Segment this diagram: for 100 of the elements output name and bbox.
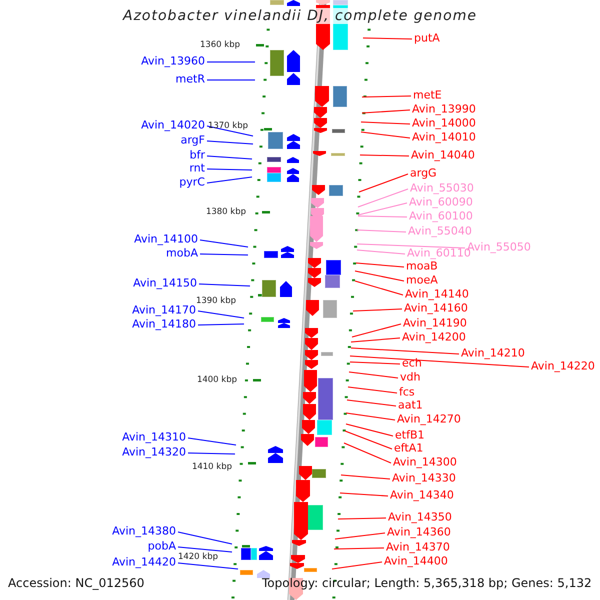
gene-label: Avin_14000 [412, 116, 476, 130]
gene-label: Avin_14140 [405, 288, 469, 300]
leader-line [350, 356, 530, 368]
leader-line [356, 230, 406, 232]
scale-label: 1370 kbp [208, 121, 248, 131]
gene-label: Avin_14100 [134, 232, 198, 246]
gene-label: Avin_14370 [386, 540, 450, 554]
leader-line [350, 338, 400, 342]
leader-line [206, 140, 254, 144]
gene-label: Avin_14400 [384, 554, 448, 568]
scale-label: 1400 kbp [196, 375, 237, 385]
gene-label: Avin_14020 [141, 118, 205, 132]
leader-line [360, 154, 410, 156]
leader-line [346, 424, 394, 436]
gene-label: Avin_14040 [411, 148, 475, 162]
leader-line [350, 348, 460, 354]
leader-line [340, 492, 388, 496]
gene-label: rnt [189, 162, 205, 174]
scale-label: 1410 kbp [192, 462, 232, 472]
leader-line [360, 132, 410, 138]
gene-label: Avin_14200 [402, 330, 466, 344]
leader-line [178, 532, 232, 544]
gene-label: Avin_14270 [397, 412, 461, 426]
leader-line [354, 280, 404, 296]
leader-line [350, 362, 400, 364]
leader-line [188, 452, 236, 454]
leader-line [360, 122, 410, 124]
leader-line [344, 442, 392, 464]
gene-label: metR [176, 72, 205, 86]
gene-label: ech [402, 356, 422, 370]
gene-label: Avin_14320 [122, 446, 186, 458]
gene-label: metE [413, 88, 442, 102]
leader-line [332, 562, 382, 570]
leader-line [198, 324, 244, 326]
leader-line [348, 372, 398, 378]
gene-label: Avin_14340 [390, 488, 454, 502]
leader-line [198, 284, 250, 286]
leader-line [348, 386, 398, 394]
leader-line [206, 176, 252, 184]
gene-label: putA [414, 32, 440, 44]
leader-line [362, 110, 410, 114]
leader-line [358, 174, 408, 192]
gene-label: Avin_14180 [132, 318, 196, 330]
leader-line [358, 216, 408, 218]
gene-label: vdh [400, 370, 420, 384]
gene-label: eftA1 [394, 442, 424, 454]
leader-line [334, 548, 384, 550]
scale-label: 1360 kbp [200, 40, 240, 50]
leader-line [344, 430, 392, 450]
leader-line [356, 250, 406, 254]
leader-line [200, 254, 248, 256]
gene-label: Avin_14310 [122, 430, 186, 444]
leader-line [352, 324, 402, 338]
gene-label: Avin_13960 [141, 54, 205, 68]
gene-label: moaB [406, 260, 438, 272]
leader-line [206, 156, 252, 160]
gene-label: Avin_60090 [409, 196, 473, 208]
leader-line [200, 240, 248, 248]
gene-label: Avin_60100 [409, 210, 473, 222]
leader-line [358, 202, 408, 216]
gene-label: etfB1 [395, 428, 424, 442]
gene-label: Avin_14160 [404, 302, 468, 314]
scale-label: 1420 kbp [178, 552, 218, 562]
leader-line [356, 244, 466, 248]
gene-label: Avin_13990 [412, 102, 476, 116]
gene-label: bfr [190, 148, 205, 162]
leader-line [346, 412, 396, 420]
leader-line [178, 562, 238, 570]
scale-label: 1390 kbp [196, 296, 236, 306]
leader-line [356, 262, 404, 268]
gene-label: Avin_14300 [393, 456, 457, 468]
leader-line [340, 474, 390, 480]
leader-line [178, 546, 232, 552]
gene-label: Avin_14360 [387, 526, 451, 538]
gene-label: Avin_14170 [132, 304, 196, 316]
leader-line [338, 518, 386, 520]
gene-label: pyrC [179, 176, 205, 188]
gene-label: aat1 [398, 398, 423, 412]
gene-label: Avin_14220 [531, 360, 595, 372]
leader-line [352, 308, 402, 312]
gene-label: argG [410, 166, 437, 180]
leader-line [362, 96, 412, 98]
gene-label: Avin_14210 [461, 346, 525, 360]
leader-line [362, 38, 412, 40]
genome-info-text: Accession: NC_012560 [8, 576, 144, 590]
gene-label: argF [180, 134, 205, 146]
leader-line [358, 188, 408, 208]
leader-line [206, 126, 254, 136]
scale-label: 1380 kbp [206, 207, 246, 217]
gene-label: Avin_14420 [112, 556, 176, 568]
gene-label: Avin_14350 [388, 510, 452, 524]
leader-line [198, 310, 244, 318]
gene-label: Avin_14380 [112, 524, 176, 538]
leader-line [354, 270, 404, 282]
gene-label: Avin_14010 [412, 130, 476, 144]
gene-label: fcs [399, 386, 415, 398]
gene-label: Avin_55030 [410, 182, 474, 194]
genome-info-text: Topology: circular; Length: 5,365,318 bp; Genes: 5,132 [262, 576, 592, 590]
gene-label: moeA [406, 274, 438, 286]
leader-line [334, 532, 386, 540]
